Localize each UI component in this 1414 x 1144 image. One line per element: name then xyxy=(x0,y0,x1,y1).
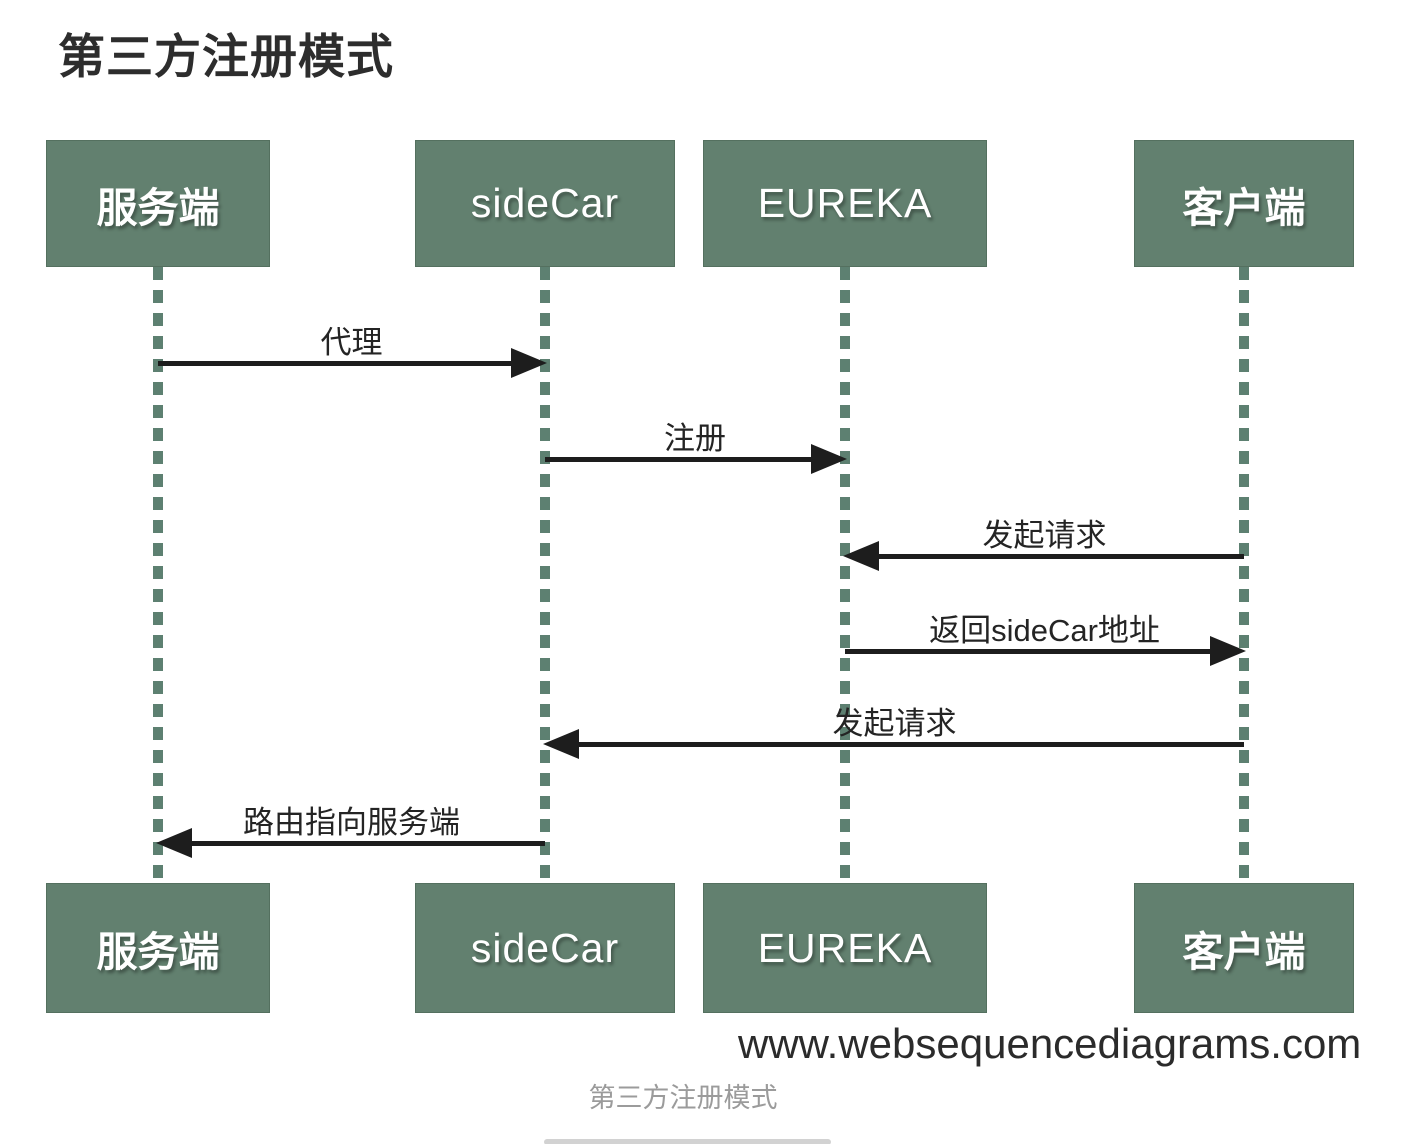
message-label: 返回sideCar地址 xyxy=(929,613,1160,648)
participant-label: EUREKA xyxy=(757,924,933,971)
arrow-head-icon xyxy=(811,444,847,474)
arrow-line xyxy=(845,649,1216,654)
arrow-line xyxy=(545,457,817,462)
arrow-line xyxy=(573,742,1244,747)
participant-label: 客户端 xyxy=(1182,184,1306,231)
participant-top-sidecar: sideCar xyxy=(415,140,675,267)
arrow-line xyxy=(158,361,517,366)
participant-label: sideCar xyxy=(470,180,620,226)
participant-top-server: 服务端 xyxy=(46,140,270,267)
participant-top-client: 客户端 xyxy=(1134,140,1354,267)
participant-label: 客户端 xyxy=(1182,929,1306,975)
message-label: 注册 xyxy=(664,421,726,456)
participant-bottom-sidecar: sideCar xyxy=(415,883,675,1013)
participant-label: 服务端 xyxy=(96,184,220,231)
image-caption: 第三方注册模式 xyxy=(588,1083,778,1113)
lifeline-client xyxy=(1239,267,1249,883)
message-label: 代理 xyxy=(320,325,383,360)
message-label: 发起请求 xyxy=(982,518,1107,553)
watermark: www.websequencediagrams.com xyxy=(738,1020,1362,1067)
lifeline-eureka xyxy=(840,267,850,883)
message-label: 发起请求 xyxy=(832,706,957,741)
message-label: 路由指向服务端 xyxy=(243,805,460,840)
arrow-line xyxy=(186,841,545,846)
arrow-head-icon xyxy=(156,828,192,858)
participant-bottom-eureka: EUREKA xyxy=(703,883,987,1013)
arrow-head-icon xyxy=(511,348,547,378)
participant-label: 服务端 xyxy=(96,929,220,975)
page-title: 第三方注册模式 xyxy=(58,30,394,83)
arrow-head-icon xyxy=(843,541,879,571)
bottom-divider-bar xyxy=(544,1139,831,1144)
lifeline-server xyxy=(153,267,163,883)
participant-label: sideCar xyxy=(470,924,620,971)
arrow-head-icon xyxy=(543,729,579,759)
participant-top-eureka: EUREKA xyxy=(703,140,987,267)
participant-label: EUREKA xyxy=(757,180,933,226)
arrow-head-icon xyxy=(1210,636,1246,666)
participant-bottom-client: 客户端 xyxy=(1134,883,1354,1013)
arrow-line xyxy=(873,554,1244,559)
lifeline-sidecar xyxy=(540,267,550,883)
participant-bottom-server: 服务端 xyxy=(46,883,270,1013)
